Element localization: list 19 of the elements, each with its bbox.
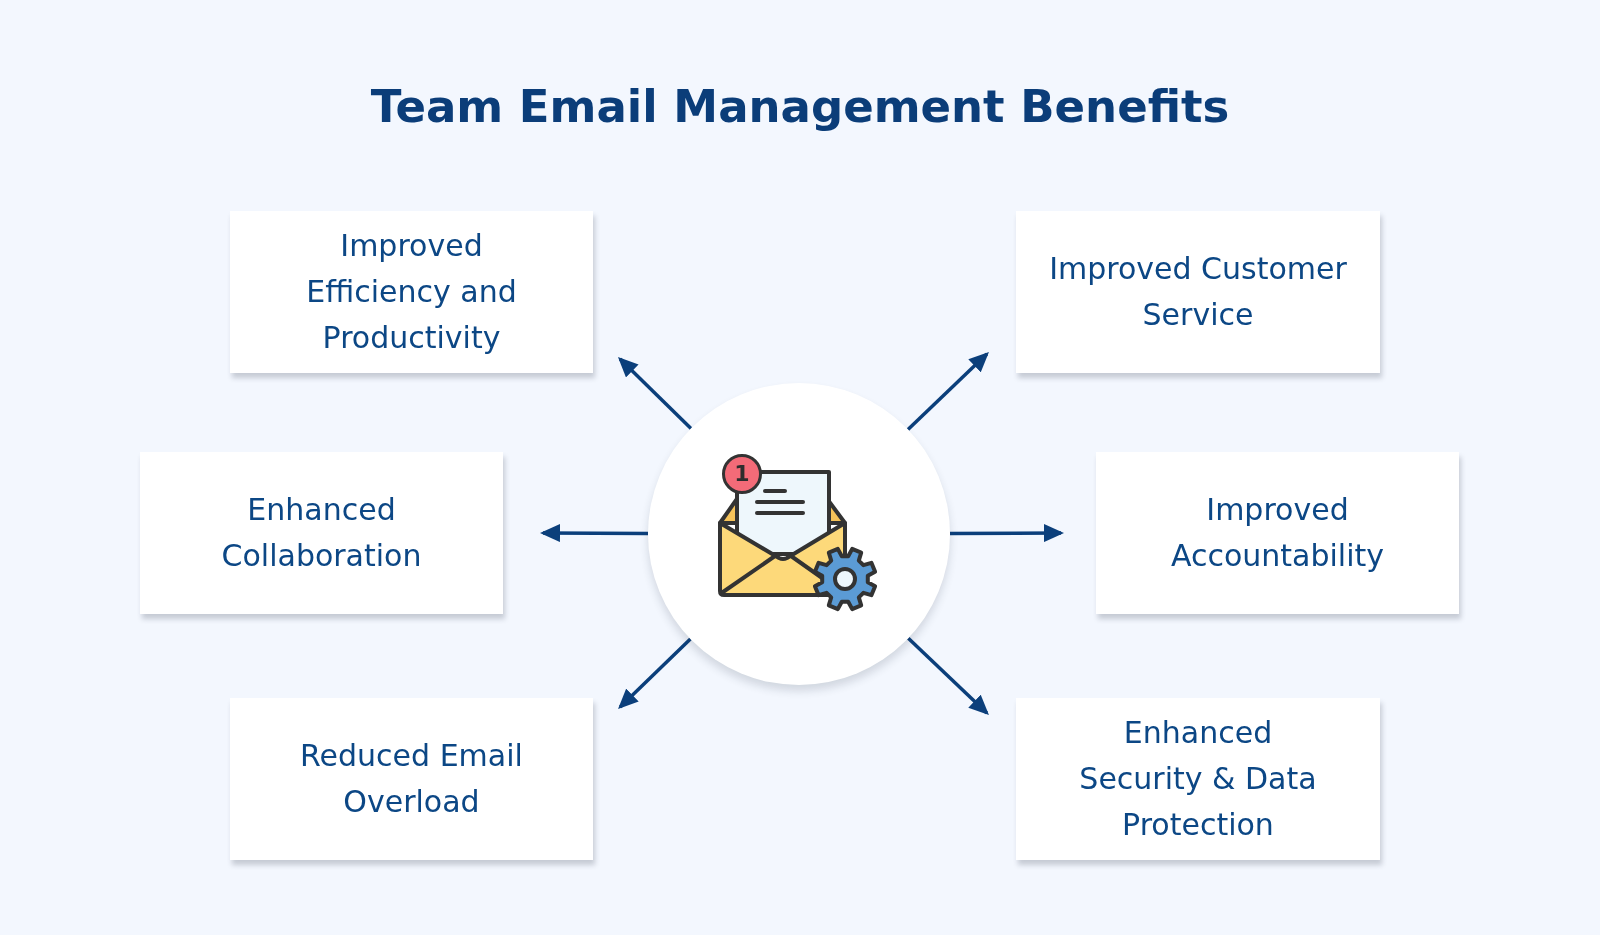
benefit-label: Improved Accountability	[1169, 491, 1386, 575]
diagram-title: Team Email Management Benefits	[370, 79, 1230, 134]
arrow	[907, 636, 989, 715]
benefit-label: Improved Customer Service	[1048, 250, 1348, 334]
arrow	[906, 352, 989, 431]
benefit-card	[1016, 211, 1380, 373]
benefit-card	[230, 698, 593, 860]
benefit-label: Enhanced Security & Data Protection	[1078, 714, 1318, 844]
arrow	[617, 357, 693, 430]
benefit-card	[230, 211, 593, 373]
arrow	[950, 524, 1064, 543]
arrow	[618, 637, 692, 709]
benefit-label: Improved Efficiency and Productivity	[305, 227, 518, 357]
arrow	[540, 524, 648, 543]
benefit-card	[140, 452, 503, 614]
benefit-label: Reduced Email Overload	[299, 737, 524, 821]
benefit-card	[1016, 698, 1380, 860]
benefit-card	[1096, 452, 1459, 614]
benefit-label: Enhanced Collaboration	[220, 491, 423, 575]
